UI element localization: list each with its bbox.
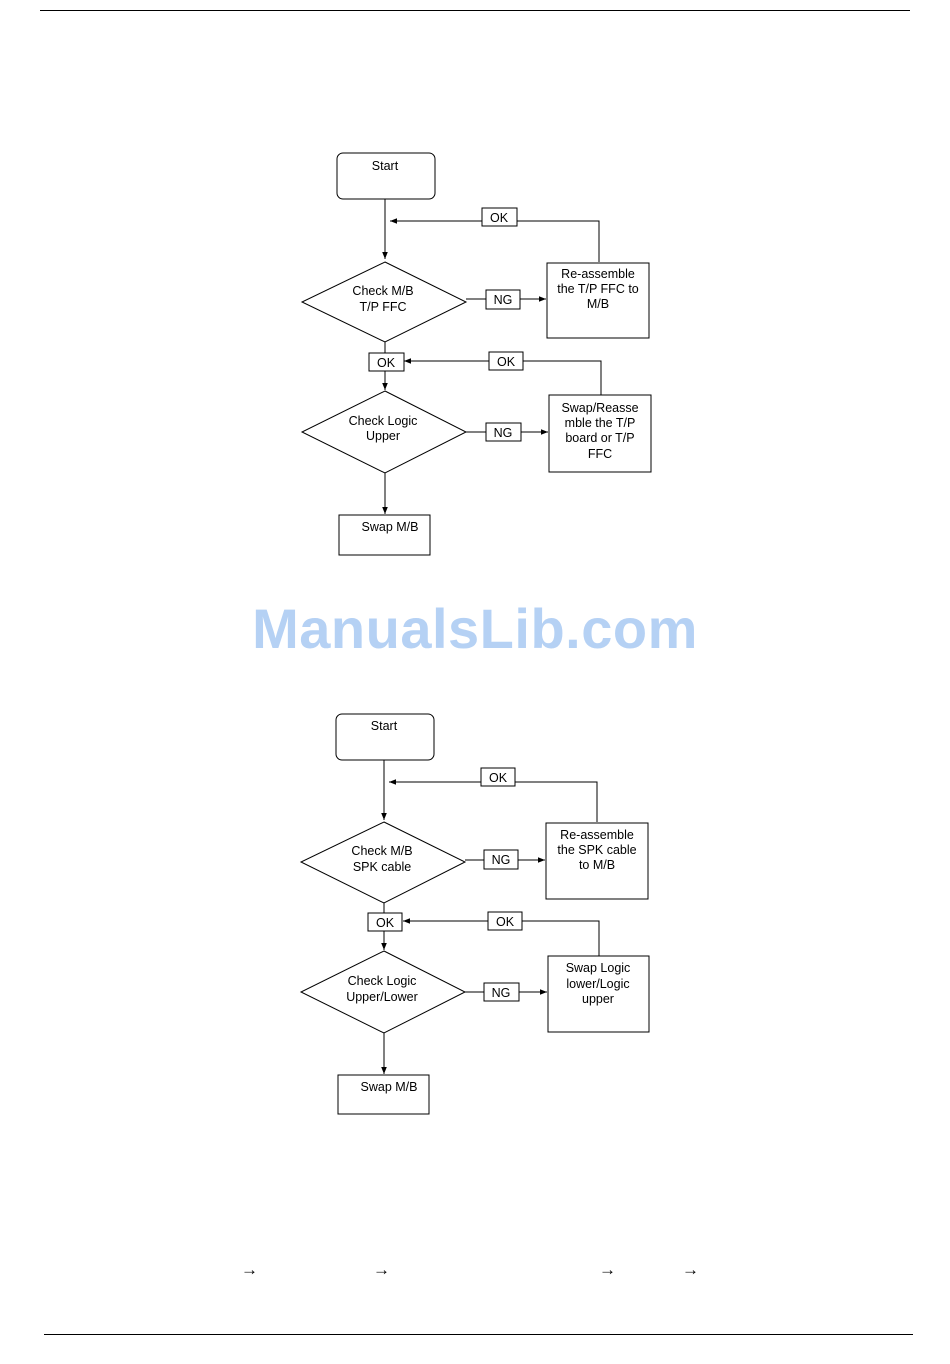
- connector: [522, 921, 599, 956]
- decision-1-line-1: Check M/B: [351, 844, 412, 858]
- ok-label: OK: [496, 915, 515, 929]
- action-2-line-1: Swap Logic: [566, 961, 631, 975]
- action-2-line-3: board or T/P: [565, 431, 634, 445]
- decision-2-line-2: Upper: [366, 429, 400, 443]
- connector: [517, 221, 599, 262]
- decision-2-line-2: Upper/Lower: [346, 990, 418, 1004]
- decision-2-line-1: Check Logic: [349, 414, 418, 428]
- footer-arrow-row: → → → →: [0, 1258, 950, 1282]
- flowchart-speaker: Start OK Check M/B SPK cable NG Re-assem…: [0, 700, 950, 1140]
- ok-label: OK: [377, 356, 396, 370]
- action-1-line-2: the T/P FFC to: [557, 282, 639, 296]
- end-label: Swap M/B: [361, 1080, 418, 1094]
- action-2-line-3: upper: [582, 992, 614, 1006]
- top-rule: [40, 10, 910, 11]
- decision-1-line-2: T/P FFC: [360, 300, 407, 314]
- ng-label: NG: [494, 426, 513, 440]
- start-label: Start: [372, 159, 399, 173]
- start-label: Start: [371, 719, 398, 733]
- ng-label: NG: [492, 986, 511, 1000]
- ok-label: OK: [490, 211, 509, 225]
- action-1-line-3: M/B: [587, 297, 609, 311]
- ok-label: OK: [376, 916, 395, 930]
- action-1-line-3: to M/B: [579, 858, 615, 872]
- decision-2-line-1: Check Logic: [348, 974, 417, 988]
- action-2-line-1: Swap/Reasse: [561, 401, 638, 415]
- action-2-line-2: lower/Logic: [566, 977, 629, 991]
- action-2-line-2: mble the T/P: [565, 416, 636, 430]
- ng-label: NG: [492, 853, 511, 867]
- action-2-line-4: FFC: [588, 447, 612, 461]
- action-1-line-1: Re-assemble: [561, 267, 635, 281]
- right-arrow-icon: →: [241, 1258, 258, 1282]
- connector: [515, 782, 597, 822]
- right-arrow-icon: →: [373, 1258, 390, 1282]
- ng-label: NG: [494, 293, 513, 307]
- right-arrow-icon: →: [599, 1258, 616, 1282]
- flowchart-touchpad: Start OK Check M/B T/P FFC NG Re-assembl…: [0, 140, 950, 580]
- ok-label: OK: [497, 355, 516, 369]
- ok-label: OK: [489, 771, 508, 785]
- connector: [523, 361, 601, 395]
- action-1-line-2: the SPK cable: [557, 843, 636, 857]
- decision-1-line-1: Check M/B: [352, 284, 413, 298]
- watermark: ManualsLib.com: [0, 596, 950, 661]
- action-1-line-1: Re-assemble: [560, 828, 634, 842]
- decision-1-line-2: SPK cable: [353, 860, 411, 874]
- right-arrow-icon: →: [682, 1258, 699, 1282]
- end-label: Swap M/B: [362, 520, 419, 534]
- bottom-rule: [44, 1334, 913, 1335]
